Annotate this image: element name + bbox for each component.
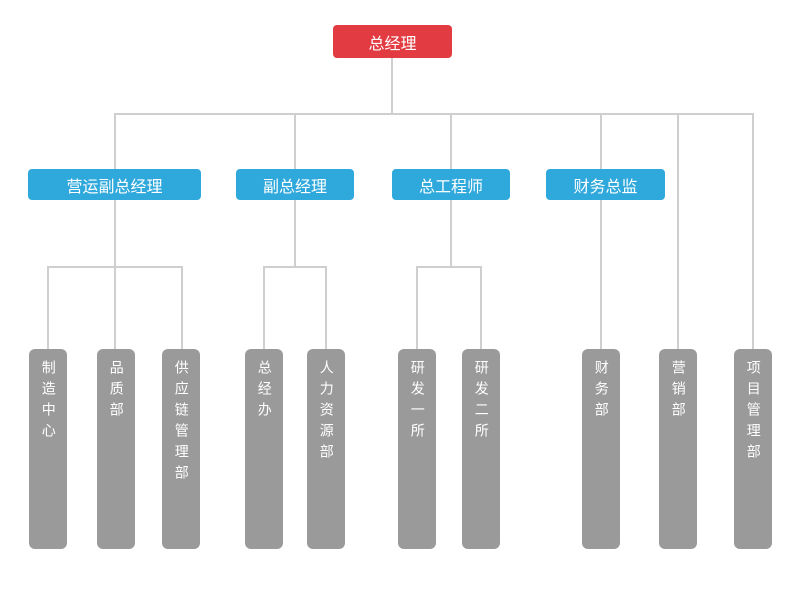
org-node-label: 品质部 [108,360,125,423]
org-node-label: 总经办 [256,360,273,423]
org-node-label: 营销部 [670,360,687,423]
connector-line [480,266,482,349]
connector-line [114,113,754,115]
connector-line [47,266,49,349]
org-node-label: 财务总监 [573,178,638,196]
connector-line [416,266,418,349]
org-node-marketing-dept[interactable]: 营销部 [659,349,697,549]
org-node-label: 供应链管理部 [173,360,190,486]
connector-line [600,113,602,169]
org-node-label: 研发二所 [473,360,490,444]
org-node-project-mgmt-dept[interactable]: 项目管理部 [734,349,772,549]
org-node-label: 人力资源部 [318,360,335,465]
org-node-finance-dept[interactable]: 财务部 [582,349,620,549]
org-node-rd-institute-2[interactable]: 研发二所 [462,349,500,549]
org-node-label: 总经理 [368,35,417,53]
connector-line [263,266,327,268]
connector-line [114,113,116,169]
org-node-label: 总工程师 [418,178,483,196]
org-node-gm-office[interactable]: 总经办 [245,349,283,549]
org-node-label: 项目管理部 [745,360,762,465]
org-node-finance-director[interactable]: 财务总监 [546,169,665,200]
org-node-supply-chain-mgmt-dept[interactable]: 供应链管理部 [162,349,200,549]
org-node-hr-dept[interactable]: 人力资源部 [307,349,345,549]
connector-line [450,200,452,266]
org-node-label: 营运副总经理 [66,178,163,196]
connector-line [391,58,393,113]
org-node-deputy-gm[interactable]: 副总经理 [236,169,354,200]
org-node-operations-deputy-gm[interactable]: 营运副总经理 [28,169,201,200]
connector-line [181,266,183,349]
org-node-general-manager[interactable]: 总经理 [333,25,452,58]
connector-line [677,113,679,349]
connector-line [600,200,602,349]
connector-line [294,200,296,266]
connector-line [114,266,116,349]
org-node-label: 研发一所 [409,360,426,444]
connector-line [325,266,327,349]
org-node-label: 财务部 [593,360,610,423]
connector-line [752,113,754,349]
org-node-label: 副总经理 [262,178,327,196]
connector-line [450,113,452,169]
connector-line [114,200,116,266]
org-node-manufacturing-center[interactable]: 制造中心 [29,349,67,549]
org-node-rd-institute-1[interactable]: 研发一所 [398,349,436,549]
org-node-chief-engineer[interactable]: 总工程师 [392,169,510,200]
connector-line [263,266,265,349]
connector-line [294,113,296,169]
org-node-label: 制造中心 [40,360,57,444]
org-node-quality-dept[interactable]: 品质部 [97,349,135,549]
connector-line [416,266,482,268]
